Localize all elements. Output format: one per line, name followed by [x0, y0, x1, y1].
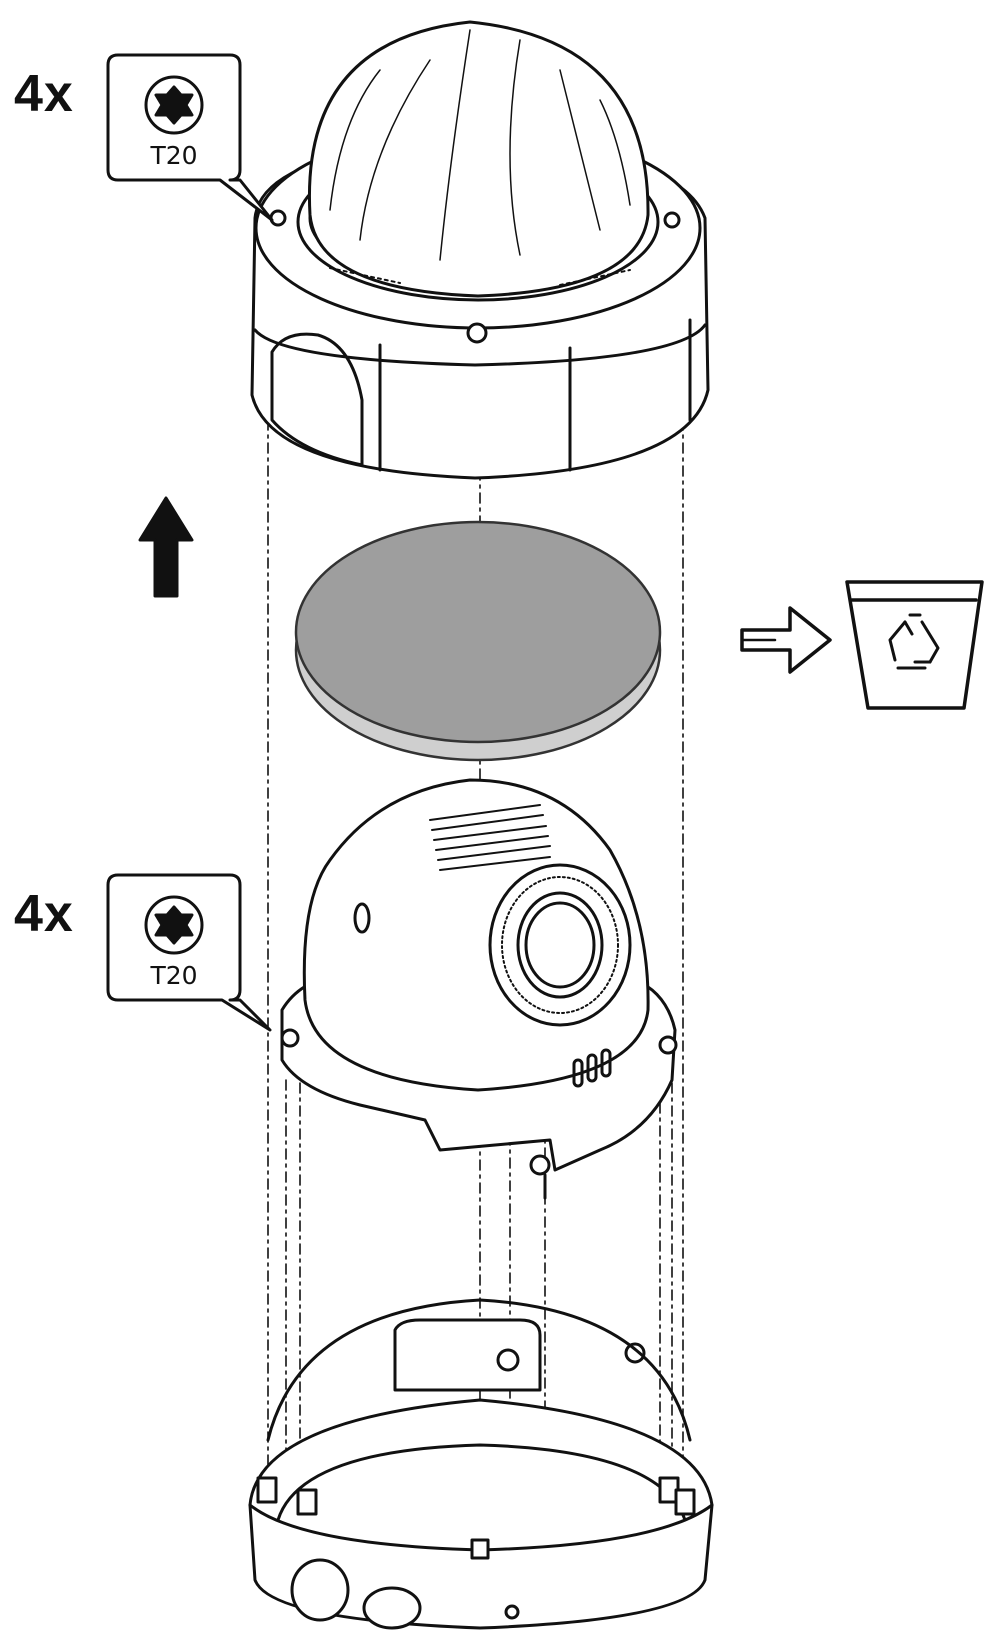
callout-top-quantity: 4x: [14, 65, 74, 123]
arrow-up-icon: [138, 496, 194, 598]
torx-screw-icon: [144, 75, 204, 135]
camera-module: [280, 778, 678, 1200]
dome-cover: [250, 20, 710, 480]
mounting-base: [248, 1298, 714, 1630]
torx-screw-icon: [144, 895, 204, 955]
recycle-bin-icon: [845, 580, 984, 710]
callout-top-bit-label: T20: [150, 141, 198, 170]
arrow-right-outline-icon: [740, 606, 832, 674]
callout-bottom-quantity: 4x: [14, 885, 74, 943]
desiccant-disc: [294, 520, 662, 762]
callout-bottom: [106, 873, 272, 1032]
callout-top: [106, 53, 274, 222]
callout-bottom-bit-label: T20: [150, 961, 198, 990]
